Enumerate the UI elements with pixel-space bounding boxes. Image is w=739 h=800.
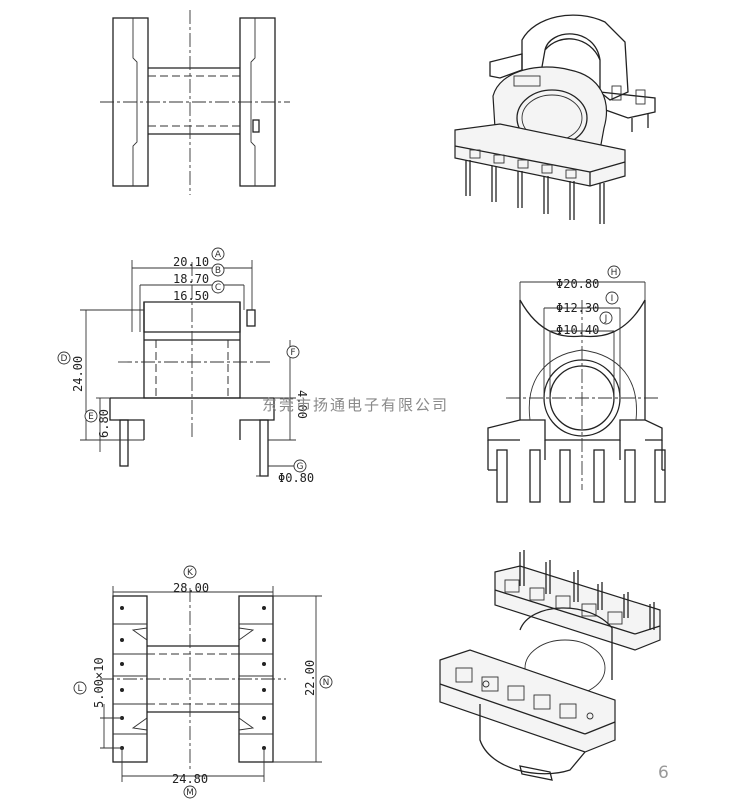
bubble-l: L — [73, 681, 87, 695]
svg-text:I: I — [611, 294, 614, 304]
dim-m-value: 24.80 — [172, 772, 208, 786]
svg-text:J: J — [604, 314, 608, 324]
bubble-m: M — [183, 785, 197, 799]
svg-text:K: K — [187, 568, 194, 578]
svg-text:G: G — [297, 462, 304, 472]
dim-f-value: 4.00 — [295, 390, 309, 419]
dim-h-value: Φ20.80 — [556, 277, 599, 291]
dim-e-value: 6.80 — [97, 409, 111, 438]
dim-b-value: 18.70 — [173, 272, 209, 286]
svg-text:D: D — [61, 354, 68, 364]
dim-d-value: 24.00 — [71, 356, 85, 392]
dim-k-value: 28.00 — [173, 581, 209, 595]
dim-c-value: 16.50 — [173, 289, 209, 303]
bubble-c: C — [211, 280, 225, 294]
bubble-a: A — [211, 247, 225, 261]
bubble-i: I — [605, 291, 619, 305]
iso-view-bottom — [439, 550, 661, 781]
svg-text:M: M — [186, 788, 194, 798]
bubble-j: J — [599, 311, 613, 325]
svg-text:B: B — [215, 266, 221, 276]
dim-n-value: 22.00 — [303, 660, 317, 696]
reference-bubbles: A B C D E F G H I J K L M N — [57, 247, 621, 799]
dim-i-value: Φ12.30 — [556, 301, 599, 315]
bubble-h: H — [607, 265, 621, 279]
dim-a-value: 20.10 — [173, 255, 209, 269]
svg-text:A: A — [215, 250, 222, 260]
dimension-texts: 20.10 18.70 16.50 24.00 6.80 4.00 Φ0.80 … — [71, 255, 599, 786]
dim-g-value: Φ0.80 — [278, 471, 314, 485]
iso-view-top — [454, 14, 656, 224]
side-view — [80, 260, 300, 477]
company-watermark: 东莞市扬通电子有限公司 — [262, 396, 449, 414]
front-view — [487, 281, 666, 503]
svg-text:E: E — [88, 412, 94, 422]
svg-text:L: L — [77, 684, 82, 694]
svg-text:C: C — [215, 283, 221, 293]
svg-text:N: N — [323, 678, 330, 688]
bottom-view — [100, 586, 322, 782]
bubble-f: F — [286, 345, 300, 359]
svg-text:H: H — [611, 268, 618, 278]
bubble-g: G — [293, 459, 307, 473]
bubble-e: E — [84, 409, 98, 423]
top-view — [100, 10, 290, 195]
dim-l-value: 5.00×10 — [92, 657, 106, 708]
bubble-n: N — [319, 675, 333, 689]
svg-text:F: F — [290, 348, 295, 358]
dim-j-value: Φ10.40 — [556, 323, 599, 337]
page-number: 6 — [658, 763, 669, 783]
bubble-b: B — [211, 263, 225, 277]
bubble-k: K — [183, 565, 197, 579]
bubble-d: D — [57, 351, 71, 365]
